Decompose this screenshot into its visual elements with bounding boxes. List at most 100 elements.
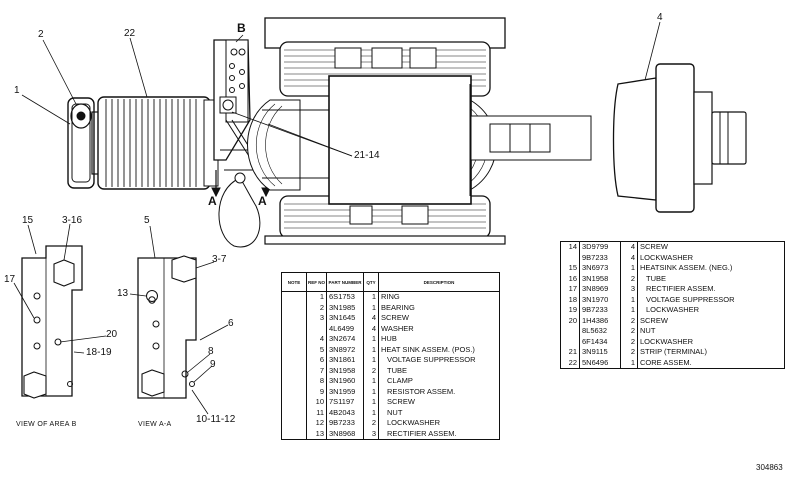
- ref-no-cell: 10: [306, 397, 328, 408]
- part-number-cell: 3N1958: [326, 365, 365, 376]
- leader-lines: [21, 21, 661, 157]
- note-cell: [281, 355, 307, 366]
- description-cell: TUBE: [646, 273, 667, 283]
- description-cell: HEATSINK ASSEM. (NEG.): [640, 263, 733, 272]
- note-cell: [281, 291, 307, 303]
- note-cell: [281, 386, 307, 397]
- qty-cell: 3: [363, 428, 380, 440]
- ref-no-cell: 1: [306, 291, 328, 303]
- description-cell: WASHER: [381, 323, 414, 333]
- description-cell: NUT: [640, 326, 656, 335]
- ref-no-cell: 9: [306, 386, 328, 397]
- note-cell: [281, 428, 307, 440]
- callout-3-7: 3-7: [212, 254, 227, 265]
- description-cell: RING: [381, 292, 400, 301]
- description-cell: HEAT SINK ASSEM. (POS.): [381, 344, 475, 354]
- callout-1: 1: [14, 85, 20, 96]
- qty-cell: 2: [620, 336, 638, 347]
- section-markers: [211, 170, 271, 198]
- part-number-cell: 3N8969: [579, 284, 621, 295]
- callout-9: 9: [210, 359, 216, 370]
- heat-sink-bracket: [213, 39, 271, 187]
- ref-no-cell: 3: [306, 313, 328, 324]
- rotor-shaft: [470, 115, 592, 161]
- hub-part: [612, 63, 747, 213]
- callout-3-16: 3-16: [62, 215, 83, 226]
- part-number-cell: 6S1753: [326, 291, 365, 303]
- description-cell: STRIP (TERMINAL): [640, 347, 707, 356]
- part-number-cell: 3N2674: [326, 334, 365, 345]
- qty-cell: 1: [620, 305, 638, 316]
- ref-no-cell: 17: [560, 284, 580, 295]
- note-cell: [281, 313, 307, 324]
- view-label-area-b: VIEW OF AREA B: [16, 421, 77, 428]
- ref-no-cell: 8: [306, 376, 328, 387]
- ref-no-cell: 6: [306, 355, 328, 366]
- part-number-cell: 3N6973: [579, 263, 621, 274]
- ref-no-cell: [560, 326, 580, 337]
- part-number-cell: 4B2043: [326, 407, 365, 418]
- part-number-cell: 5N6496: [579, 357, 621, 369]
- description-cell: VOLTAGE SUPPRESSOR: [646, 294, 735, 304]
- callout-6: 6: [228, 318, 234, 329]
- qty-cell: 4: [363, 313, 380, 324]
- ref-no-cell: 22: [560, 357, 580, 369]
- ref-no-cell: 18: [560, 294, 580, 305]
- drawing-number: 304863: [756, 463, 783, 472]
- part-number-cell: 3N1959: [326, 386, 365, 397]
- part-number-cell: 3N1960: [326, 376, 365, 387]
- ref-no-cell: 19: [560, 305, 580, 316]
- qty-cell: 4: [363, 323, 380, 334]
- qty-cell: 1: [363, 334, 380, 345]
- part-number-cell: 6F1434: [579, 336, 621, 347]
- part-number-cell: 3N1861: [326, 355, 365, 366]
- description-cell: TUBE: [387, 365, 408, 375]
- view-a-a: [129, 225, 229, 415]
- qty-cell: 1: [363, 386, 380, 397]
- description-cell: BEARING: [381, 302, 415, 312]
- part-number-cell: 7S1197: [326, 397, 365, 408]
- ref-no-cell: 13: [306, 428, 328, 440]
- note-cell: [281, 344, 307, 355]
- part-number-cell: 3N1970: [579, 294, 621, 305]
- qty-cell: 4: [620, 241, 638, 253]
- note-cell: [281, 407, 307, 418]
- section-label-a-right: A: [258, 194, 267, 208]
- note-cell: [281, 334, 307, 345]
- part-number-cell: 3D9799: [579, 241, 621, 253]
- qty-cell: 1: [363, 397, 380, 408]
- description-cell: SCREW: [640, 315, 668, 325]
- qty-cell: 4: [620, 252, 638, 263]
- qty-cell: 1: [363, 355, 380, 366]
- header-ref-no: REF NO: [306, 272, 328, 292]
- callout-15: 15: [22, 215, 34, 226]
- ref-no-cell: 20: [560, 315, 580, 326]
- qty-cell: 3: [620, 284, 638, 295]
- part-number-cell: 9B7233: [579, 305, 621, 316]
- header-qty: QTY: [363, 272, 380, 292]
- ref-no-cell: [306, 323, 328, 334]
- header-note: NOTE: [281, 272, 307, 292]
- ref-no-cell: [560, 336, 580, 347]
- qty-cell: 2: [620, 315, 638, 326]
- header-description: DESCRIPTION: [378, 272, 500, 292]
- callout-20: 20: [106, 329, 118, 340]
- ref-no-cell: 11: [306, 407, 328, 418]
- qty-cell: 2: [363, 365, 380, 376]
